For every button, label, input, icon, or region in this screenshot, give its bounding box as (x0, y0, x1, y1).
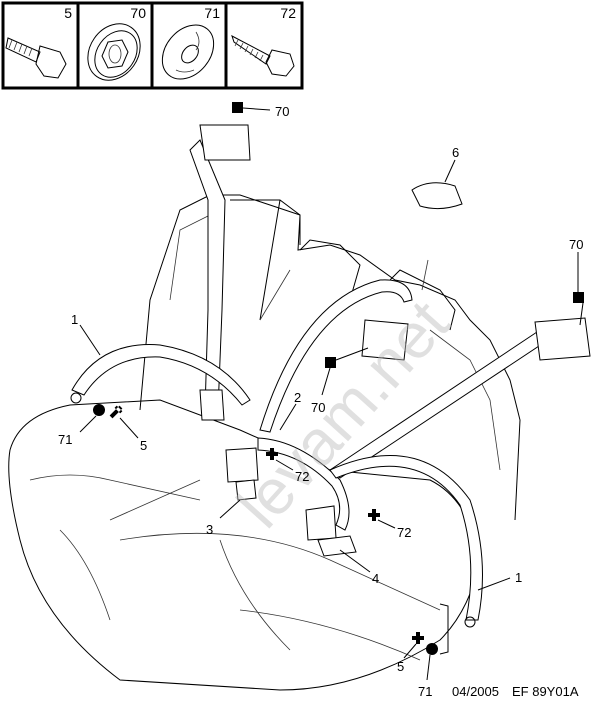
callout-6: 6 (452, 145, 459, 160)
parts-legend: 5 70 71 72 (1, 1, 304, 90)
cover-6 (411, 182, 463, 210)
callout-markers (79, 102, 584, 681)
callout-1-left: 1 (71, 312, 78, 327)
washer-icon (161, 24, 215, 80)
buckle-4 (305, 505, 337, 541)
square-marker-icon (232, 102, 243, 113)
dot-marker-icon (426, 643, 438, 655)
callout-3: 3 (206, 522, 213, 537)
callout-70-top: 70 (275, 104, 289, 119)
cross-marker-icon (109, 405, 123, 419)
buckle-3 (225, 447, 259, 483)
callout-2: 2 (294, 390, 301, 405)
cross-marker-icon (368, 509, 380, 521)
callout-71-right: 71 (418, 684, 432, 699)
callout-5-right: 5 (397, 659, 404, 674)
callout-70-right: 70 (569, 237, 583, 252)
callout-70-center: 70 (311, 400, 325, 415)
seat-belts (70, 124, 591, 628)
square-marker-icon (573, 292, 584, 303)
callout-1-right: 1 (515, 570, 522, 585)
callout-4: 4 (372, 571, 379, 586)
footer-code: EF 89Y01A (512, 684, 579, 699)
callout-72-right: 72 (397, 525, 411, 540)
hex-bolt-icon (5, 37, 67, 79)
part-number-70: 70 (130, 5, 146, 21)
callout-5-left: 5 (140, 438, 147, 453)
part-number-72: 72 (280, 5, 296, 21)
part-number-5: 5 (64, 5, 72, 21)
footer-date: 04/2005 (452, 684, 499, 699)
part-number-71: 71 (204, 5, 220, 21)
callout-72-center: 72 (295, 469, 309, 484)
dot-marker-icon (93, 404, 105, 416)
flange-screw-icon (231, 34, 295, 77)
square-marker-icon (325, 357, 336, 368)
cross-marker-icon (266, 448, 278, 460)
callout-71-left: 71 (58, 432, 72, 447)
cross-marker-icon (412, 632, 424, 644)
cage-nut-icon (87, 23, 141, 81)
